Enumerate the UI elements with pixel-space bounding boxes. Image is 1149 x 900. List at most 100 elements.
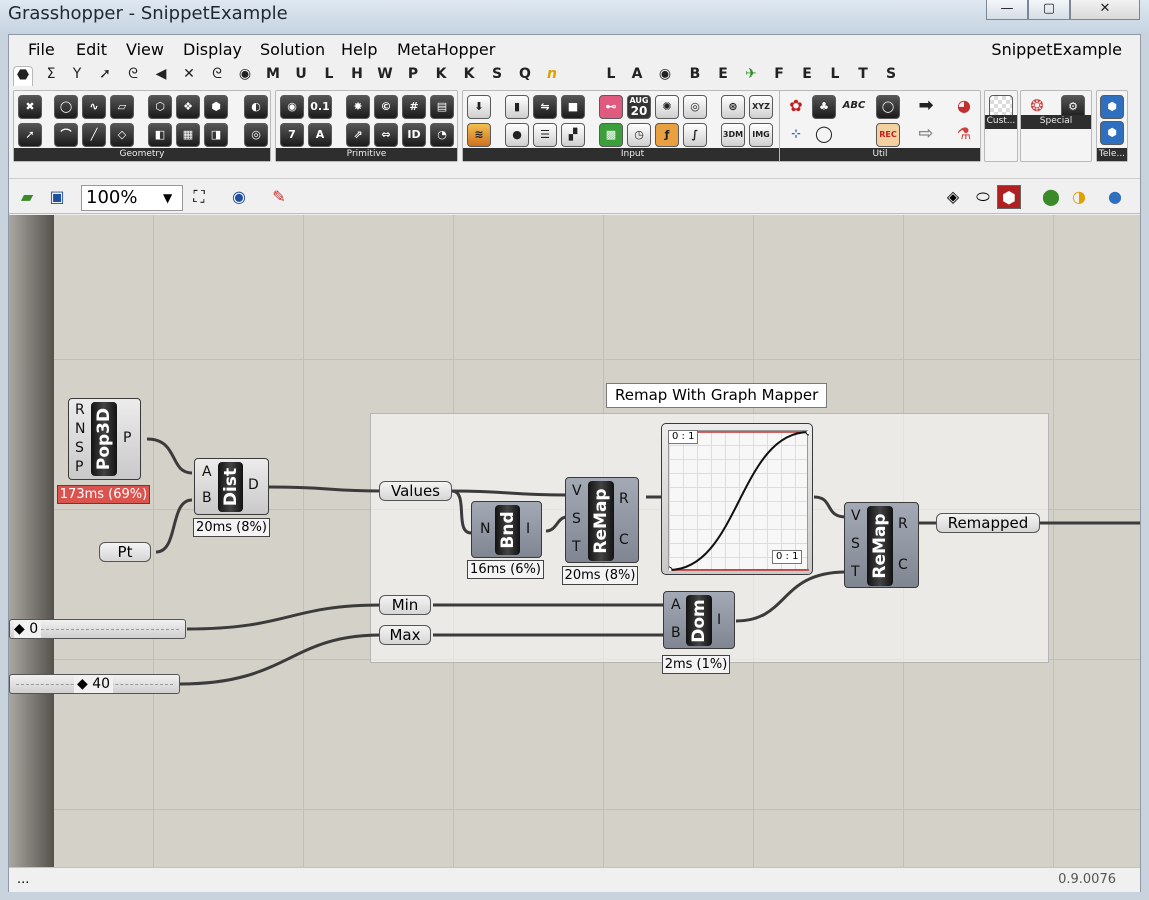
arrow-right-icon[interactable]: ➡: [918, 95, 934, 116]
tab-params[interactable]: ⬣: [13, 66, 33, 86]
pt-param[interactable]: Pt: [99, 542, 151, 562]
tab-maths[interactable]: Σ: [46, 66, 56, 82]
remap1-component[interactable]: V S T ReMap R C: [565, 477, 639, 563]
max-param[interactable]: Max: [379, 625, 431, 645]
menu-view[interactable]: View: [126, 40, 164, 59]
clock-icon[interactable]: ◷: [627, 123, 651, 147]
dist-component[interactable]: A B Dist D: [194, 458, 269, 515]
vector-icon[interactable]: ➚: [18, 123, 42, 147]
ribbon-group-label-primitive[interactable]: Primitive: [276, 148, 457, 161]
palette-icon[interactable]: ✺: [655, 95, 679, 119]
brep-icon[interactable]: ❖: [176, 95, 200, 119]
flask-icon[interactable]: ⚗: [956, 124, 972, 143]
tab-w[interactable]: W: [377, 66, 393, 82]
list-icon[interactable]: ☰: [533, 123, 557, 147]
circle-outline-icon[interactable]: ◯: [815, 124, 833, 143]
capsule-icon[interactable]: ◕: [957, 96, 971, 115]
tab-e[interactable]: E: [718, 66, 728, 82]
hexagon-blue-icon[interactable]: ⬢: [1100, 95, 1124, 119]
import-xyz-icon[interactable]: XYZ: [749, 95, 773, 119]
dom-component[interactable]: A B Dom I: [663, 591, 735, 649]
tab-f[interactable]: F: [774, 66, 784, 82]
shaded-preview-icon[interactable]: ⬭: [976, 187, 990, 206]
tab-s[interactable]: S: [491, 66, 503, 82]
boolean-icon[interactable]: ◉: [280, 95, 304, 119]
tab-q[interactable]: Q: [519, 66, 531, 82]
surface-icon[interactable]: ◧: [148, 123, 172, 147]
shading-icon[interactable]: ◑: [1072, 187, 1086, 206]
pop3d-input-n[interactable]: N: [75, 421, 86, 437]
min-param[interactable]: Min: [379, 595, 431, 615]
tab-plugin-icon[interactable]: ◉: [658, 66, 672, 82]
dist-output-d[interactable]: D: [248, 477, 259, 493]
tab-s2[interactable]: S: [885, 66, 897, 82]
line-icon[interactable]: ╱: [82, 123, 106, 147]
zoom-combo[interactable]: 100%: [81, 185, 183, 211]
remap1-output-r[interactable]: R: [619, 491, 629, 507]
matrix-icon[interactable]: #: [402, 95, 426, 119]
tab-t[interactable]: T: [858, 66, 868, 82]
axis-icon[interactable]: ⊹: [791, 127, 801, 140]
ribbon-group-label-geometry[interactable]: Geometry: [14, 148, 270, 161]
atom-icon[interactable]: ⊛: [721, 95, 745, 119]
slider-icon[interactable]: ⇋: [533, 95, 557, 119]
close-button[interactable]: ✕: [1070, 0, 1140, 20]
bake-icon[interactable]: ⬤: [1042, 187, 1060, 206]
minimize-button[interactable]: —: [986, 0, 1028, 20]
menu-help[interactable]: Help: [341, 40, 378, 59]
ribbon-group-label-input[interactable]: Input: [463, 148, 802, 161]
menu-metahopper[interactable]: MetaHopper: [397, 40, 496, 59]
dist-input-a[interactable]: A: [202, 464, 212, 480]
geometry-cache-icon[interactable]: ◐: [244, 95, 268, 119]
colour-icon[interactable]: ✸: [346, 95, 370, 119]
remap1-input-s[interactable]: S: [572, 511, 581, 527]
sphere-icon[interactable]: ●: [1108, 187, 1122, 206]
button-icon[interactable]: ●: [505, 123, 529, 147]
circle-icon[interactable]: ◯: [54, 95, 78, 119]
pop3d-input-s[interactable]: S: [75, 440, 84, 456]
group-label[interactable]: Remap With Graph Mapper: [606, 383, 828, 408]
tab-l2[interactable]: L: [606, 66, 616, 82]
file-path-icon[interactable]: ▤: [430, 95, 454, 119]
graph-plot[interactable]: [668, 430, 809, 571]
tab-e2[interactable]: E: [802, 66, 812, 82]
preview-eye-icon[interactable]: ◉: [232, 187, 246, 206]
field-icon[interactable]: ⬢: [204, 95, 228, 119]
selected-preview-icon[interactable]: ⬢: [997, 185, 1021, 209]
integer-icon[interactable]: 7: [280, 123, 304, 147]
remap1-input-v[interactable]: V: [572, 483, 582, 499]
tree-icon[interactable]: ♣: [812, 95, 836, 119]
interval-icon[interactable]: ⇔: [374, 123, 398, 147]
time-icon[interactable]: ◔: [430, 123, 454, 147]
zoom-extents-icon[interactable]: ⛶: [193, 187, 205, 206]
number-icon[interactable]: 0.1: [308, 95, 332, 119]
mesh-icon[interactable]: ▦: [176, 123, 200, 147]
remap2-output-r[interactable]: R: [898, 516, 908, 532]
chevron-down-icon[interactable]: ▼: [163, 191, 173, 205]
bnd-component[interactable]: N Bnd I: [471, 501, 542, 558]
fx-icon[interactable]: ƒ: [655, 123, 679, 147]
tab-surface[interactable]: ◀: [155, 66, 167, 82]
arc-icon[interactable]: ⌒: [54, 123, 78, 147]
text-icon[interactable]: A: [308, 123, 332, 147]
import-image-icon[interactable]: IMG: [749, 123, 773, 147]
tab-display[interactable]: ◉: [238, 66, 252, 82]
tab-l[interactable]: L: [324, 66, 334, 82]
save-file-icon[interactable]: ▣: [49, 187, 65, 206]
menu-edit[interactable]: Edit: [76, 40, 107, 59]
canvas[interactable]: Remap With Graph Mapper R N S P Pop3D P …: [9, 215, 1140, 867]
domain-icon[interactable]: ⇗: [346, 123, 370, 147]
bnd-input-n[interactable]: N: [480, 521, 491, 537]
panel-icon[interactable]: ⬇: [467, 95, 491, 119]
control-knob-icon[interactable]: ▞: [561, 123, 585, 147]
remap2-input-t[interactable]: T: [851, 564, 860, 580]
sketch-pen-icon[interactable]: ✎: [272, 187, 286, 206]
remap2-component[interactable]: V S T ReMap R C: [844, 502, 919, 588]
tab-vector[interactable]: ➚: [99, 66, 111, 82]
tab-k1[interactable]: K: [435, 66, 447, 82]
remap2-input-v[interactable]: V: [851, 508, 861, 524]
guid-icon[interactable]: ID: [402, 123, 426, 147]
value-list-icon[interactable]: ■: [561, 95, 585, 119]
tab-p[interactable]: P: [407, 66, 419, 82]
toggle-icon[interactable]: ▮: [505, 95, 529, 119]
